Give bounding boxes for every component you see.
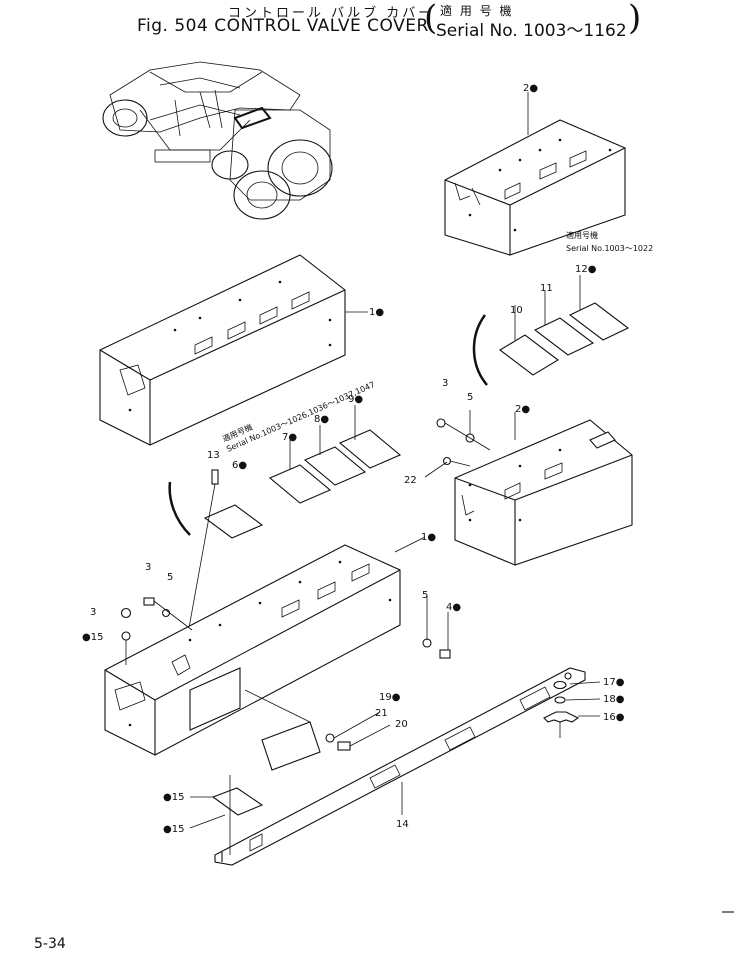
callout-4: 4● xyxy=(446,602,461,613)
gasket-group-10-11-12 xyxy=(499,275,630,376)
callout-20: 20 xyxy=(395,719,408,730)
callout-5-upper: 5 xyxy=(467,392,473,403)
callout-3-mid: 3 xyxy=(145,562,151,573)
callout-8: 8● xyxy=(314,414,329,425)
wing-nut-and-washers xyxy=(543,680,580,738)
callout-19: 19● xyxy=(379,692,401,703)
callout-5-right: 5 xyxy=(422,590,428,601)
curved-arrow-right xyxy=(472,314,488,386)
plate-15-lower xyxy=(211,775,264,855)
lower-cover-part-1 xyxy=(104,544,401,756)
open-paren: ( xyxy=(424,0,438,38)
callout-17: 17● xyxy=(603,677,625,688)
bolt-cluster-upper-right xyxy=(436,410,491,467)
callout-22: 22 xyxy=(404,475,417,486)
close-paren: ) xyxy=(628,0,642,38)
callout-7: 7● xyxy=(282,432,297,443)
figure-title: Fig. 504 CONTROL VALVE COVER xyxy=(137,16,429,36)
callout-10: 10 xyxy=(510,305,523,316)
callout-2-mid: 2● xyxy=(515,404,530,415)
mid-right-cover-part-2 xyxy=(454,419,633,566)
plate-6-and-bolt-13 xyxy=(184,469,264,651)
title-japanese: コントロール バルブ カバー xyxy=(228,6,435,21)
plate-19-and-bolts xyxy=(244,689,391,771)
page-number: 5-34 xyxy=(34,936,66,952)
callout-3-left: 3 xyxy=(90,607,96,618)
bolt-cluster-lower-left xyxy=(120,597,193,665)
callout-5-mid: 5 xyxy=(167,572,173,583)
callout-21: 21 xyxy=(375,708,388,719)
callout-1-bottom: 1● xyxy=(421,532,436,543)
callout-3-upper: 3 xyxy=(442,378,448,389)
long-bar-part-14 xyxy=(214,667,586,866)
machine-overview-sketch xyxy=(102,61,333,220)
callout-15-lower-b: ●15 xyxy=(163,824,184,835)
callout-18: 18● xyxy=(603,694,625,705)
callout-6: 6● xyxy=(232,460,247,471)
upper-left-cover-part-1 xyxy=(99,254,346,446)
callout-15-lower-a: ●15 xyxy=(163,792,184,803)
callout-1-top: 1● xyxy=(369,307,384,318)
callout-12: 12● xyxy=(575,264,597,275)
callout-9: 9● xyxy=(348,394,363,405)
callout-11: 11 xyxy=(540,283,553,294)
bolt-cluster-right xyxy=(422,595,451,659)
gasket-group-7-8-9 xyxy=(268,405,402,504)
top-right-cover-part-2 xyxy=(444,119,626,256)
callout-2-top: 2● xyxy=(523,83,538,94)
serial-note-top-right-jp: 適用号機 xyxy=(566,230,598,240)
callout-15-left: ●15 xyxy=(82,632,103,643)
title-serial: Serial No. 1003～1162 xyxy=(436,21,627,41)
title-serial-japanese: 適 用 号 機 xyxy=(440,4,514,18)
leader-lines xyxy=(189,92,601,829)
serial-note-top-right: Serial No.1003～1022 xyxy=(566,244,653,253)
callout-13: 13 xyxy=(207,450,220,461)
callout-16: 16● xyxy=(603,712,625,723)
callout-14: 14 xyxy=(396,819,409,830)
curved-arrow-left xyxy=(168,481,191,536)
